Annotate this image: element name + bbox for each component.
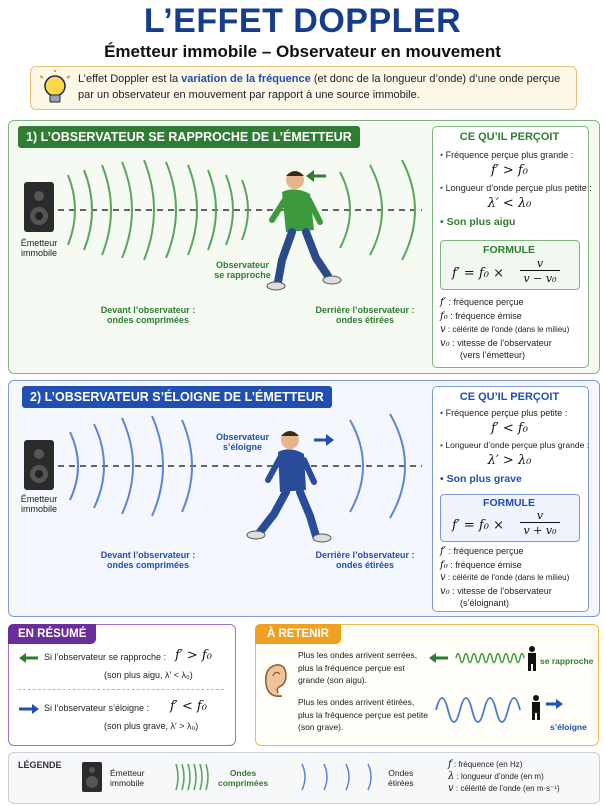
remember-box — [255, 624, 599, 746]
case1-formula-lhs: f′ = f₀ × — [452, 266, 504, 281]
walking-observer-icon — [266, 171, 342, 291]
summary-box — [8, 624, 236, 746]
case1-front-label: Devant l’observateur :ondes comprimées — [100, 305, 196, 325]
compressed-waves — [69, 415, 193, 517]
page-title: L’EFFET DOPPLER — [143, 2, 462, 40]
summary-line2-sub: (son plus grave, λ′ > λ₀) — [104, 721, 199, 731]
person-icon — [532, 695, 540, 720]
case1-defs: f′ : fréquence perçue f₀ : fréquence émi… — [440, 297, 570, 360]
speaker-icon — [24, 182, 54, 232]
speaker-icon — [82, 762, 102, 792]
remember-heading: À RETENIR — [255, 624, 341, 644]
summary-heading: EN RÉSUMÉ — [8, 624, 97, 644]
case1-perceived-wl: • Longueur d’onde perçue plus petite : — [440, 183, 592, 193]
remember-p2: Plus les ondes arrivent étirées, plus la… — [298, 697, 428, 732]
compressed-wave-icon — [455, 652, 525, 664]
compressed-waves-icon — [175, 763, 209, 791]
page-subtitle: Émetteur immobile – Observateur en mouve… — [104, 42, 501, 61]
case2-defs: f′ : fréquence perçue f₀ : fréquence émi… — [440, 546, 570, 608]
arrow-right-icon — [546, 699, 563, 709]
case2-back-label: Derrière l’observateur :ondes étirées — [315, 550, 415, 570]
stretched-wave-icon — [435, 697, 521, 723]
case2-front-label: Devant l’observateur :ondes comprimées — [100, 550, 196, 570]
arrow-right-icon — [19, 704, 39, 714]
intro-box — [30, 66, 577, 110]
case1-formula-title: FORMULE — [483, 244, 535, 256]
case1-formula-num: v — [520, 257, 560, 271]
case2-perceived-freq: • Fréquence perçue plus petite : — [440, 408, 568, 418]
case1-perceived-freq: • Fréquence perçue plus grande : — [440, 150, 574, 160]
case1-freq-rel: f′ > f₀ — [491, 163, 528, 178]
case1-sound: • Son plus aigu — [440, 216, 516, 228]
ear-icon — [264, 664, 287, 697]
case2-perceived-wl: • Longueur d’onde perçue plus grande : — [440, 440, 590, 450]
case2-freq-rel: f′ < f₀ — [491, 421, 528, 436]
stretched-waves — [349, 413, 406, 519]
case1-formula-den: v − v₀ — [523, 272, 557, 285]
stretched-waves — [339, 159, 416, 261]
remember-label-near: se rapproche — [540, 656, 594, 666]
case2-wl-rel: λ′ > λ₀ — [487, 453, 532, 468]
case2-diagram — [24, 413, 422, 543]
stretched-waves-icon — [301, 763, 372, 791]
case2-sound: • Son plus grave — [440, 473, 522, 485]
legend-heading: LÉGENDE — [18, 760, 62, 770]
summary-line1-sub: (son plus aigu, λ′ < λ₀) — [104, 670, 193, 680]
lightbulb-icon — [40, 70, 70, 103]
compressed-waves — [67, 159, 249, 261]
speaker-icon — [24, 440, 54, 490]
arrow-left-icon — [306, 170, 326, 182]
remember-p1: Plus les ondes arrivent serrées, plus la… — [298, 650, 418, 685]
arrow-left-icon — [19, 653, 38, 663]
remember-waves — [429, 646, 563, 723]
case2-formula-num: v — [520, 509, 560, 523]
intro-text: L’effet Doppler est la variation de la f… — [78, 73, 561, 101]
case1-heading: 1) L’OBSERVATEUR SE RAPPROCHE DE L’ÉMETT… — [18, 126, 360, 148]
summary-line2: Si l’observateur s’éloigne : — [44, 703, 150, 713]
case2-side-title: CE QU’IL PERÇOIT — [459, 391, 560, 403]
case1-formula-box — [440, 240, 580, 290]
person-icon — [528, 646, 536, 671]
summary-line2-math: f′ < f₀ — [170, 699, 207, 714]
case2-formula-title: FORMULE — [483, 497, 535, 509]
summary-line1-math: f′ > f₀ — [175, 648, 212, 663]
case1-wl-rel: λ′ < λ₀ — [487, 196, 532, 211]
case1-diagram — [24, 159, 422, 291]
case1-side-title: CE QU’IL PERÇOIT — [459, 131, 560, 143]
summary-line1: Si l’observateur se rapproche : — [44, 652, 167, 662]
legend-defs: f : fréquence (en Hz) λ : longueur d’ond… — [448, 759, 560, 794]
case2-formula-den: v + v₀ — [523, 524, 557, 537]
case2-heading: 2) L’OBSERVATEUR S’ÉLOIGNE DE L’ÉMETTEUR — [22, 386, 332, 408]
walking-observer-icon — [246, 431, 332, 543]
remember-label-far: s’éloigne — [550, 722, 587, 732]
summary-divider — [18, 689, 224, 690]
case2-formula-lhs: f′ = f₀ × — [452, 518, 504, 533]
arrow-right-icon — [314, 434, 334, 446]
case1-back-label: Derrière l’observateur :ondes étirées — [315, 305, 415, 325]
arrow-left-icon — [429, 653, 448, 663]
legend-box — [8, 752, 600, 804]
case2-formula-box — [440, 494, 580, 542]
